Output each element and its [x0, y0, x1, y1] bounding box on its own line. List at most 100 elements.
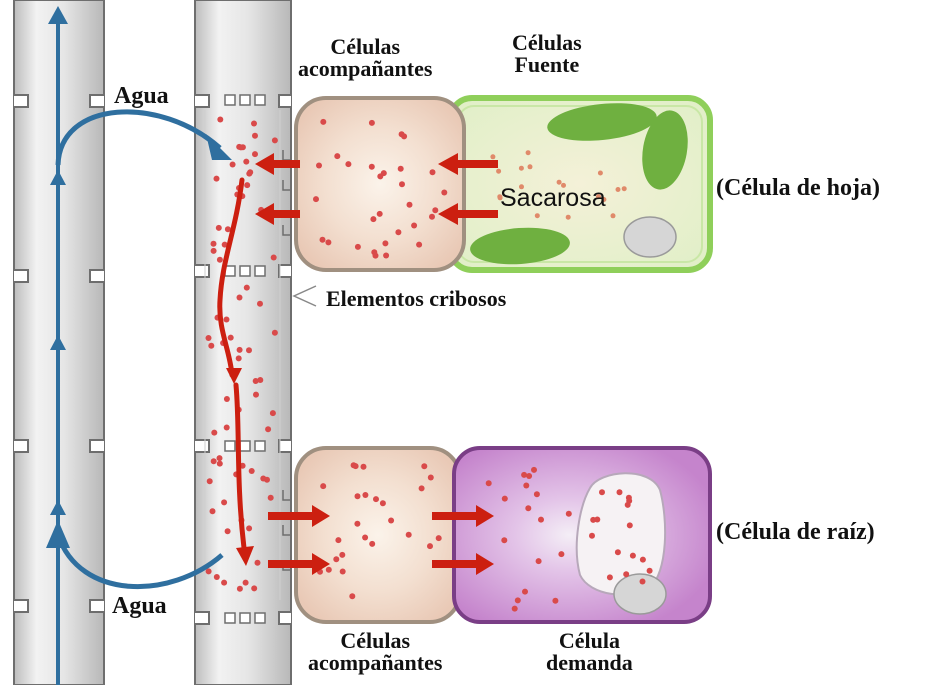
sucrose-dot [362, 492, 368, 498]
sucrose-dot [237, 295, 243, 301]
sucrose-dot [333, 556, 339, 562]
sucrose-dot [206, 335, 212, 341]
sucrose-dot [369, 541, 375, 547]
sucrose-dot [253, 392, 259, 398]
sucrose-dot [345, 161, 351, 167]
water-label-bottom: Agua [110, 594, 169, 618]
sucrose-dot [599, 489, 605, 495]
sucrose-dot [361, 464, 367, 470]
sieve-elements-label: Elementos cribosos [326, 288, 506, 310]
xylem-vessel [14, 0, 104, 685]
sucrose-dot [224, 396, 230, 402]
sucrose-dot [411, 223, 417, 229]
sucrose-dot [244, 182, 250, 188]
sink-cell [454, 448, 710, 622]
sucrose-dot [224, 317, 230, 323]
sucrose-dot [257, 301, 263, 307]
sucrose-dot [534, 491, 540, 497]
sucrose-dot [377, 211, 383, 217]
sucrose-dot [640, 579, 646, 585]
sucrose-dot [272, 137, 278, 143]
companion-cells-label-bottom: Células acompañantes [308, 630, 442, 674]
sucrose-dot [421, 463, 427, 469]
sucrose-dot [335, 537, 341, 543]
companion-cells-label-top: Células acompañantes [298, 36, 432, 80]
sucrose-dot [430, 169, 436, 175]
sucrose-dot [589, 533, 595, 539]
sucrose-dot [251, 585, 257, 591]
companion-cells-label-top-line1: Células [330, 36, 400, 58]
sucrose-dot [519, 166, 524, 171]
sucrose-dot [238, 144, 244, 150]
sucrose-dot [558, 551, 564, 557]
sucrose-dot [625, 502, 631, 508]
sucrose-dot [407, 202, 413, 208]
sucrose-dot [339, 552, 345, 558]
sucrose-dot [249, 468, 255, 474]
sucrose-dot [502, 496, 508, 502]
sucrose-dot [441, 190, 447, 196]
sucrose-dot [228, 335, 234, 341]
sink-cell-label-line2: demanda [546, 652, 633, 674]
sucrose-dot [355, 493, 361, 499]
sucrose-dot [353, 463, 359, 469]
sucrose-dot [217, 257, 223, 263]
sucrose-dot [214, 176, 220, 182]
sucrose-dot [252, 151, 258, 157]
sucrose-dot [214, 574, 220, 580]
companion-cells-label-bottom-line2: acompañantes [308, 652, 442, 674]
sucrose-dot [401, 133, 407, 139]
sucrose-dot [210, 508, 216, 514]
sucrose-dot [247, 169, 253, 175]
sucrose-dot [380, 500, 386, 506]
sucrose-dot [225, 528, 231, 534]
sucrose-dot [373, 253, 379, 259]
sucrose-dot [320, 237, 326, 243]
sucrose-dot [490, 154, 495, 159]
sucrose-dot [615, 549, 621, 555]
leaf-cell-label: (Célula de hoja) [716, 176, 880, 200]
sucrose-dot [512, 606, 518, 612]
nucleus [624, 217, 676, 257]
sucrose-dot [320, 483, 326, 489]
sieve-elements-pointer [294, 286, 316, 306]
companion-cell-bottom [296, 448, 460, 622]
sucrose-dot [320, 119, 326, 125]
sucrose-dot [598, 171, 603, 176]
sucrose-dot [427, 543, 433, 549]
sucrose-dot [257, 377, 263, 383]
sucrose-dot [271, 255, 277, 261]
sucrose-dot [221, 580, 227, 586]
sucrose-dot [647, 568, 653, 574]
sucrose-dot [419, 485, 425, 491]
sucrose-dot [211, 458, 217, 464]
sucrose-dot [525, 505, 531, 511]
sucrose-dot [230, 162, 236, 168]
sucrose-dot [208, 343, 214, 349]
sucrose-dot [538, 517, 544, 523]
sucrose-dot [382, 240, 388, 246]
sucrose-dot [349, 593, 355, 599]
sucrose-dot [566, 215, 571, 220]
sucrose-dot [246, 347, 252, 353]
sucrose-dot [626, 495, 632, 501]
sucrose-dot [377, 173, 383, 179]
sucrose-dot [354, 521, 360, 527]
sucrose-dot [528, 164, 533, 169]
sucrose-dot [237, 586, 243, 592]
sucrose-dot [535, 213, 540, 218]
sucrose-dot [243, 159, 249, 165]
sucrose-dot [268, 495, 274, 501]
sucrose-dot [611, 213, 616, 218]
source-cells-label: Células Fuente [512, 32, 582, 76]
root-cell-label: (Célula de raíz) [716, 520, 875, 544]
sucrose-dot [236, 355, 242, 361]
sucrose-dot [369, 164, 375, 170]
sucrose-dot [640, 557, 646, 563]
sucrose-dot [244, 285, 250, 291]
sucrose-dot [265, 426, 271, 432]
sucrose-dot [325, 239, 331, 245]
sucrose-dot [224, 425, 230, 431]
sucrose-dot [334, 153, 340, 159]
sucrose-dot [398, 166, 404, 172]
